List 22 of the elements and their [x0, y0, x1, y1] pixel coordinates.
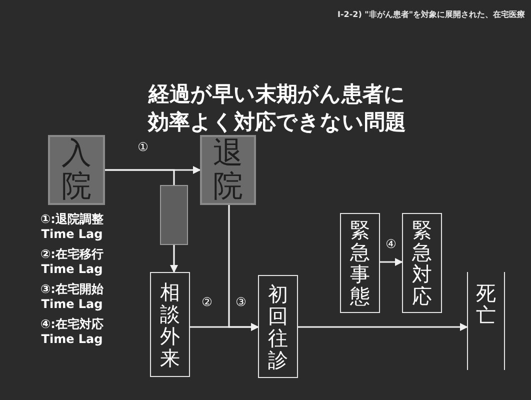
edge-label: ① [136, 141, 150, 153]
time-lag-note: ②:在宅移行 Time Lag [40, 247, 104, 277]
title: 経過が早い末期がん患者に効率よく対応できない問題 [146, 81, 407, 136]
time-lag-note: ④:在宅対応 Time Lag [40, 317, 104, 347]
shaded-box: 退院 [200, 135, 256, 205]
edge-label: ② [200, 296, 214, 308]
arrow [170, 245, 178, 273]
arrow [190, 323, 259, 331]
edge-label: ④ [384, 238, 398, 250]
small-box [160, 185, 188, 245]
bracket-box: 死亡 [467, 272, 505, 370]
process-box: 緊急事態 [340, 213, 380, 313]
section-heading: Ⅰ-2-2) "非がん患者"を対象に展開された、在宅医療 [336, 9, 525, 20]
process-box: 緊急対応 [402, 213, 442, 313]
time-lag-note: ③:在宅開始 Time Lag [40, 282, 104, 312]
process-box: 初回往診 [258, 275, 298, 378]
arrow [298, 323, 468, 331]
arrow [380, 258, 403, 266]
edge-label: ③ [234, 296, 248, 308]
process-box: 相談外来 [150, 272, 190, 377]
time-lag-note: ①:退院調整 Time Lag [40, 212, 104, 242]
shaded-box: 入院 [48, 135, 105, 205]
